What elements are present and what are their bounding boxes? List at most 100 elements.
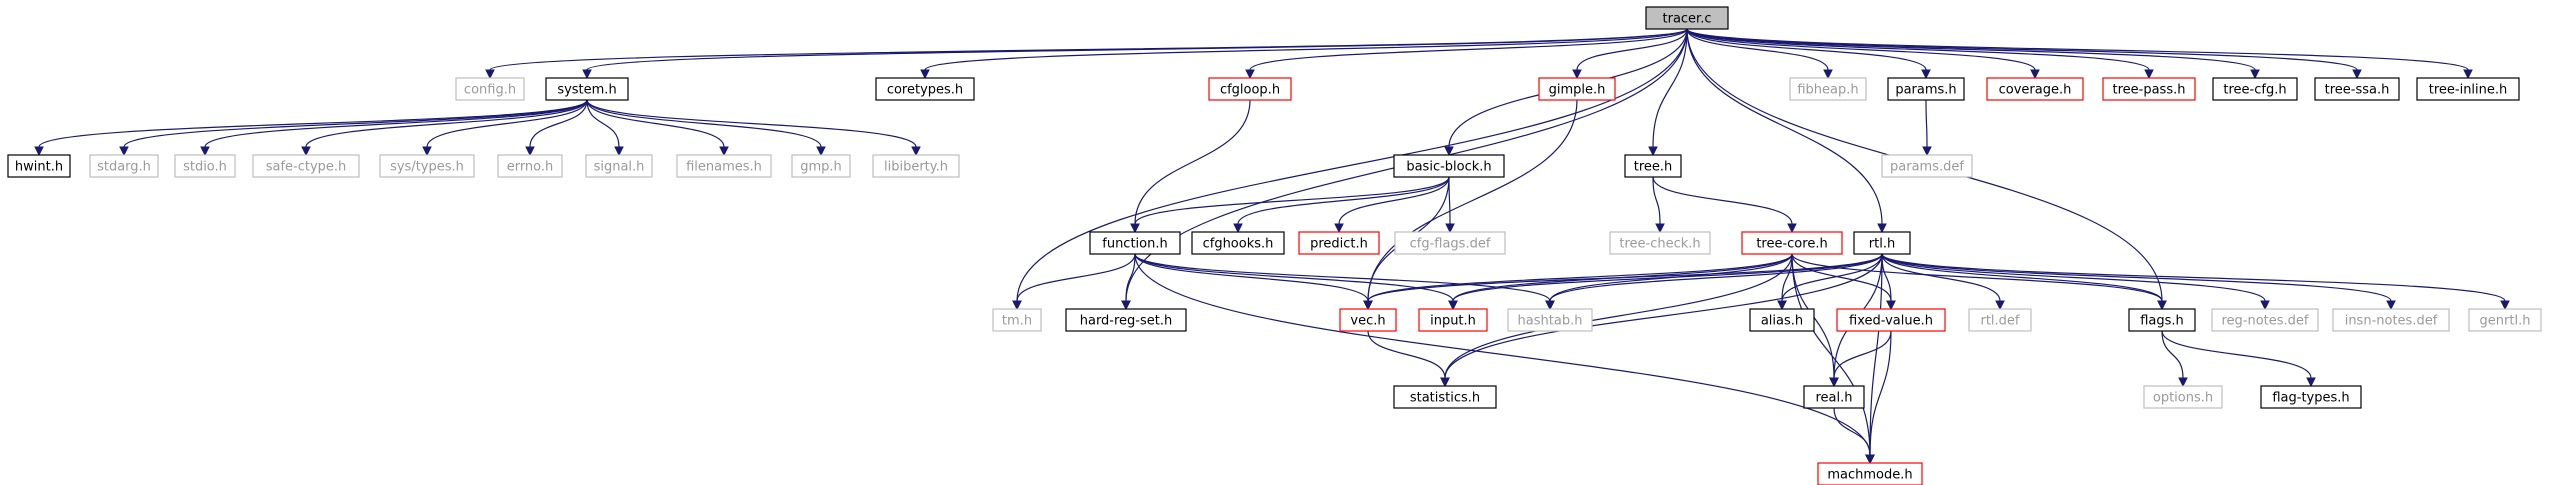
node-system-h[interactable]: system.h	[545, 77, 629, 101]
node-box	[1339, 308, 1397, 332]
node-gimple-h[interactable]: gimple.h	[1538, 77, 1616, 101]
node-label: coverage.h	[1999, 83, 2072, 98]
node-sys-types-h: sys/types.h	[379, 154, 475, 178]
node-box	[1836, 308, 1946, 332]
edge-system-h-to-errno-h	[525, 99, 588, 157]
node-predict-h[interactable]: predict.h	[1298, 231, 1380, 255]
node-label: tree-check.h	[1619, 237, 1700, 252]
node-tree-cfg-h[interactable]: tree-cfg.h	[2212, 77, 2298, 101]
node-real-h[interactable]: real.h	[1803, 385, 1865, 409]
node-label: hwint.h	[15, 160, 63, 175]
edge-tracer-c-to-cfgloop-h	[1245, 28, 1688, 80]
node-box	[1609, 231, 1711, 255]
node-label: gimple.h	[1549, 83, 1606, 98]
edge-basic-block-h-to-cfg-flags-def	[1445, 176, 1455, 234]
edge-tracer-c-to-tree-inline-h	[1686, 28, 2473, 80]
node-tree-inline-h[interactable]: tree-inline.h	[2416, 77, 2520, 101]
node-input-h[interactable]: input.h	[1418, 308, 1488, 332]
node-box	[1645, 6, 1729, 30]
node-label: flags.h	[2140, 314, 2184, 329]
node-label: libiberty.h	[884, 160, 948, 175]
edge-real-h-to-machmode-h	[1833, 407, 1875, 465]
node-cfgloop-h[interactable]: cfgloop.h	[1208, 77, 1292, 101]
node-fixed-value-h[interactable]: fixed-value.h	[1836, 308, 1946, 332]
node-insn-notes-def: insn-notes.def	[2332, 308, 2450, 332]
node-coretypes-h[interactable]: coretypes.h	[875, 77, 975, 101]
node-label: cfgloop.h	[1220, 83, 1280, 98]
node-label: genrtl.h	[2480, 314, 2531, 329]
node-label: machmode.h	[1827, 468, 1912, 483]
node-label: tree.h	[1634, 160, 1673, 175]
node-box	[1538, 77, 1616, 101]
node-flag-types-h[interactable]: flag-types.h	[2260, 385, 2362, 409]
node-coverage-h[interactable]: coverage.h	[1986, 77, 2084, 101]
node-box	[1624, 154, 1682, 178]
node-alias-h[interactable]: alias.h	[1749, 308, 1815, 332]
edge-tracer-c-to-rtl-h	[1686, 28, 1887, 234]
node-machmode-h[interactable]: machmode.h	[1817, 462, 1923, 485]
edge-tracer-c-to-tree-cfg-h	[1686, 28, 2260, 80]
node-label: system.h	[557, 83, 616, 98]
node-signal-h: signal.h	[585, 154, 653, 178]
node-box	[455, 77, 525, 101]
node-hard-reg-set-h[interactable]: hard-reg-set.h	[1065, 308, 1187, 332]
node-box	[2468, 308, 2542, 332]
node-tree-core-h[interactable]: tree-core.h	[1741, 231, 1843, 255]
node-label: tree-inline.h	[2429, 83, 2508, 98]
node-label: basic-block.h	[1406, 160, 1491, 175]
node-rtl-h[interactable]: rtl.h	[1853, 231, 1911, 255]
node-label: tm.h	[1002, 314, 1032, 329]
edge-system-h-to-hwint-h	[34, 99, 588, 157]
node-box	[497, 154, 563, 178]
edge-rtl-h-to-flags-h	[1881, 253, 2167, 311]
edge-rtl-h-to-alias-h	[1777, 253, 1883, 311]
node-label: safe-ctype.h	[266, 160, 347, 175]
node-hwint-h[interactable]: hwint.h	[7, 154, 71, 178]
node-label: tree-ssa.h	[2325, 83, 2390, 98]
node-label: coretypes.h	[887, 83, 963, 98]
node-label: flag-types.h	[2272, 391, 2349, 406]
node-label: cfghooks.h	[1203, 237, 1274, 252]
node-tracer-c[interactable]: tracer.c	[1645, 6, 1729, 30]
node-box	[1803, 385, 1865, 409]
node-flags-h[interactable]: flags.h	[2128, 308, 2196, 332]
edge-function-h-to-tm-h	[1012, 253, 1136, 311]
node-box	[1881, 154, 1973, 178]
node-tree-pass-h[interactable]: tree-pass.h	[2102, 77, 2196, 101]
node-box	[1741, 231, 1843, 255]
node-function-h[interactable]: function.h	[1089, 231, 1181, 255]
node-statistics-h[interactable]: statistics.h	[1393, 385, 1497, 409]
node-label: stdio.h	[183, 160, 227, 175]
node-label: hard-reg-set.h	[1080, 314, 1173, 329]
node-box	[1853, 231, 1911, 255]
node-hashtab-h: hashtab.h	[1507, 308, 1593, 332]
node-box	[1968, 308, 2032, 332]
node-filenames-h: filenames.h	[676, 154, 772, 178]
node-label: sys/types.h	[390, 160, 464, 175]
node-cfghooks-h[interactable]: cfghooks.h	[1191, 231, 1285, 255]
node-box	[7, 154, 71, 178]
edge-tracer-c-to-coretypes-h	[920, 28, 1688, 80]
node-vec-h[interactable]: vec.h	[1339, 308, 1397, 332]
node-box	[1749, 308, 1815, 332]
node-label: predict.h	[1310, 237, 1368, 252]
edge-system-h-to-safe-ctype-h	[301, 99, 588, 157]
node-gmp-h: gmp.h	[791, 154, 851, 178]
node-label: params.h	[1895, 83, 1956, 98]
edge-function-h-to-vec-h	[1134, 253, 1373, 311]
node-basic-block-h[interactable]: basic-block.h	[1393, 154, 1505, 178]
node-label: filenames.h	[686, 160, 762, 175]
node-tree-h[interactable]: tree.h	[1624, 154, 1682, 178]
node-box	[1393, 385, 1497, 409]
node-label: fixed-value.h	[1849, 314, 1933, 329]
node-stdarg-h: stdarg.h	[89, 154, 159, 178]
edge-system-h-to-stdio-h	[200, 99, 588, 157]
node-box	[2211, 308, 2319, 332]
edge-gimple-h-to-vec-h	[1363, 99, 1578, 311]
edge-tracer-c-to-system-h	[582, 28, 1688, 80]
node-box	[1986, 77, 2084, 101]
node-tree-ssa-h[interactable]: tree-ssa.h	[2314, 77, 2400, 101]
node-params-h[interactable]: params.h	[1887, 77, 1965, 101]
